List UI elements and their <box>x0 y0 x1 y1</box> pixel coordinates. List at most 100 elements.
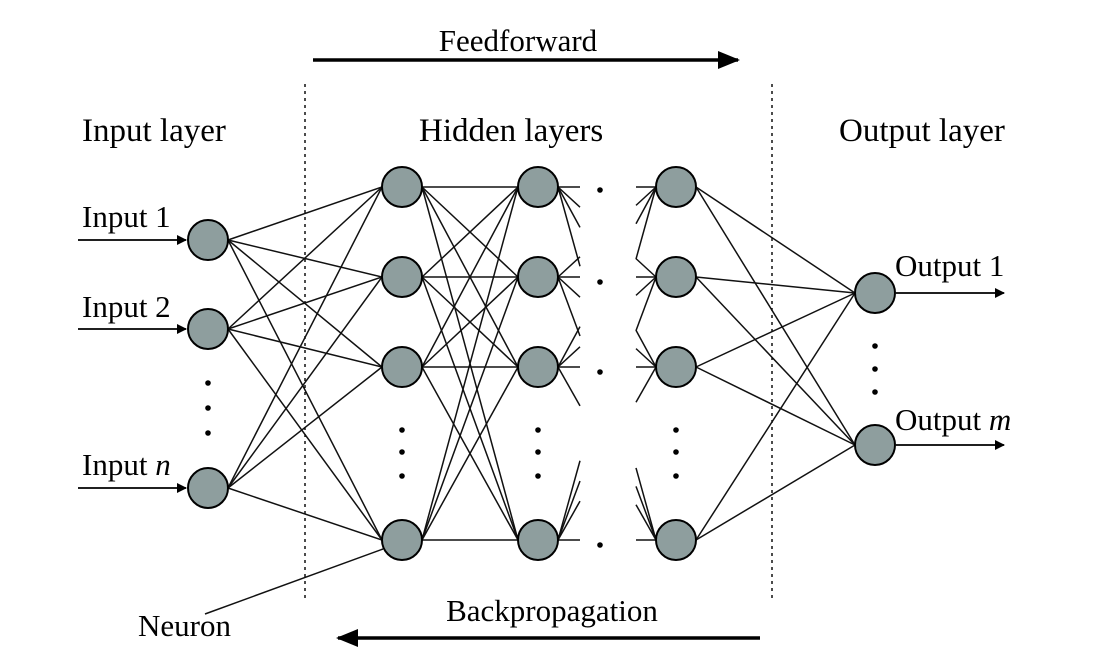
edge-input-2-to-hidden-1-4 <box>227 328 383 541</box>
hidden-2-ellipsis-dot-2 <box>535 449 541 455</box>
feedforward-label: Feedforward <box>439 23 598 58</box>
connection-lines <box>227 186 856 541</box>
neuron-label: Neuron <box>138 608 231 643</box>
input-arrows <box>78 235 187 493</box>
neuron-hidden-3-4 <box>655 519 697 561</box>
edge-stub-hidden-2-2-to-3 <box>557 276 581 298</box>
input-ellipsis-dot-2 <box>205 405 211 411</box>
hidden-1-ellipsis-dot-3 <box>399 473 405 479</box>
edge-hidden-1-4-to-hidden-2-3 <box>421 366 519 541</box>
neuron-hidden-2-4 <box>517 519 559 561</box>
neurons <box>187 166 896 561</box>
input-ellipsis-dot-3 <box>205 430 211 436</box>
input-2-label: Input 2 <box>82 289 171 324</box>
edge-stub-hidden-2-3-to-2 <box>557 346 581 368</box>
neuron-hidden-2-2 <box>517 256 559 298</box>
edge-input-3-to-hidden-1-2 <box>227 276 383 489</box>
hidden-2-ellipsis-dot-3 <box>535 473 541 479</box>
edge-hidden-1-4-to-hidden-2-2 <box>421 276 519 541</box>
hidden-3-ellipsis-dot-2 <box>673 449 679 455</box>
edge-hidden-3-3-to-output-1 <box>695 292 856 368</box>
edge-stub-hidden-2-2-to-1 <box>557 256 581 278</box>
edge-hidden-3-2-to-output-2 <box>695 276 856 446</box>
edge-input-1-to-hidden-1-1 <box>227 186 383 241</box>
edge-stub-hidden-3-3-from-4 <box>635 366 657 403</box>
edge-stub-hidden-3-2-from-1 <box>635 258 657 278</box>
output-ellipsis-dot-1 <box>872 343 878 349</box>
neuron-hidden-1-3 <box>381 346 423 388</box>
edge-input-2-to-hidden-1-1 <box>227 186 383 330</box>
neuron-hidden-1-4 <box>381 519 423 561</box>
output-m-variable: m <box>989 402 1011 437</box>
edge-hidden-3-4-to-output-2 <box>695 444 856 541</box>
edge-input-3-to-hidden-1-3 <box>227 366 383 489</box>
edge-hidden-1-3-to-hidden-2-1 <box>421 186 519 368</box>
edge-hidden-1-4-to-hidden-2-1 <box>421 186 519 541</box>
output-layer-title: Output layer <box>839 113 1005 149</box>
edge-stub-hidden-2-4-to-2 <box>557 480 581 541</box>
feedforward-arrow: Feedforward <box>313 23 740 69</box>
output-arrows <box>896 288 1005 450</box>
input-ellipsis-dot-1 <box>205 380 211 386</box>
between-layers-ellipsis-dot-2 <box>597 279 603 285</box>
edge-stub-hidden-2-3-to-4 <box>557 366 581 407</box>
edge-input-3-to-hidden-1-4 <box>227 487 383 541</box>
edge-stub-hidden-2-2-to-4 <box>557 276 581 337</box>
neuron-output-1 <box>854 272 896 314</box>
edge-stub-hidden-2-4-to-1 <box>557 460 581 541</box>
edge-hidden-3-3-to-output-2 <box>695 366 856 446</box>
hidden-1-ellipsis-dot-2 <box>399 449 405 455</box>
output-ellipsis-dot-3 <box>872 389 878 395</box>
neuron-hidden-3-1 <box>655 166 697 208</box>
edge-stub-hidden-3-3-from-2 <box>635 348 657 368</box>
hidden-3-ellipsis-dot-3 <box>673 473 679 479</box>
neuron-hidden-3-2 <box>655 256 697 298</box>
edge-input-2-to-hidden-1-2 <box>227 276 383 330</box>
edge-stub-hidden-2-3-to-1 <box>557 326 581 368</box>
edge-hidden-1-3-to-hidden-2-2 <box>421 276 519 368</box>
edge-stub-hidden-2-1-to-2 <box>557 186 581 208</box>
edge-hidden-3-1-to-output-2 <box>695 186 856 446</box>
neuron-input-3 <box>187 467 229 509</box>
neuron-hidden-1-1 <box>381 166 423 208</box>
input-layer-title: Input layer <box>82 113 226 149</box>
edge-stub-hidden-3-1-from-2 <box>635 186 657 206</box>
edge-input-3-to-hidden-1-1 <box>227 186 383 489</box>
hidden-2-ellipsis-dot-1 <box>535 427 541 433</box>
edge-input-1-to-hidden-1-4 <box>227 239 383 541</box>
neuron-output-2 <box>854 424 896 466</box>
neuron-input-2 <box>187 308 229 350</box>
edge-stub-hidden-3-1-from-4 <box>635 186 657 260</box>
output-m-prefix: Output <box>895 402 989 437</box>
edge-stub-hidden-3-4-from-2 <box>635 486 657 541</box>
input-n-label: Input n <box>82 447 171 482</box>
neuron-hidden-1-2 <box>381 256 423 298</box>
backpropagation-arrow: Backpropagation <box>336 593 760 647</box>
output-ellipsis-dot-2 <box>872 366 878 372</box>
edge-stub-hidden-3-4-from-3 <box>635 504 657 541</box>
neuron-hidden-2-3 <box>517 346 559 388</box>
between-layers-ellipsis-dot-1 <box>597 187 603 193</box>
hidden-1-ellipsis-dot-1 <box>399 427 405 433</box>
between-layers-ellipsis-dot-3 <box>597 369 603 375</box>
input-1-label: Input 1 <box>82 199 171 234</box>
output-1-label: Output 1 <box>895 248 1004 283</box>
neuron-pointer-line <box>204 548 384 615</box>
edge-stub-hidden-3-2-from-3 <box>635 276 657 296</box>
edge-stub-hidden-2-1-to-3 <box>557 186 581 228</box>
edge-stub-hidden-2-1-to-4 <box>557 186 581 267</box>
edge-hidden-3-2-to-output-1 <box>695 276 856 294</box>
edge-input-2-to-hidden-1-3 <box>227 328 383 368</box>
edge-stub-hidden-3-3-from-1 <box>635 329 657 368</box>
edge-hidden-3-1-to-output-1 <box>695 186 856 294</box>
neuron-hidden-2-1 <box>517 166 559 208</box>
hidden-layers-title: Hidden layers <box>419 113 603 149</box>
input-n-variable: n <box>155 447 171 482</box>
neuron-hidden-3-3 <box>655 346 697 388</box>
edge-hidden-3-4-to-output-1 <box>695 292 856 541</box>
edge-stub-hidden-2-4-to-3 <box>557 500 581 541</box>
edge-stub-hidden-3-2-from-4 <box>635 276 657 331</box>
edge-stub-hidden-3-4-from-1 <box>635 467 657 541</box>
between-layers-ellipsis-dot-4 <box>597 542 603 548</box>
